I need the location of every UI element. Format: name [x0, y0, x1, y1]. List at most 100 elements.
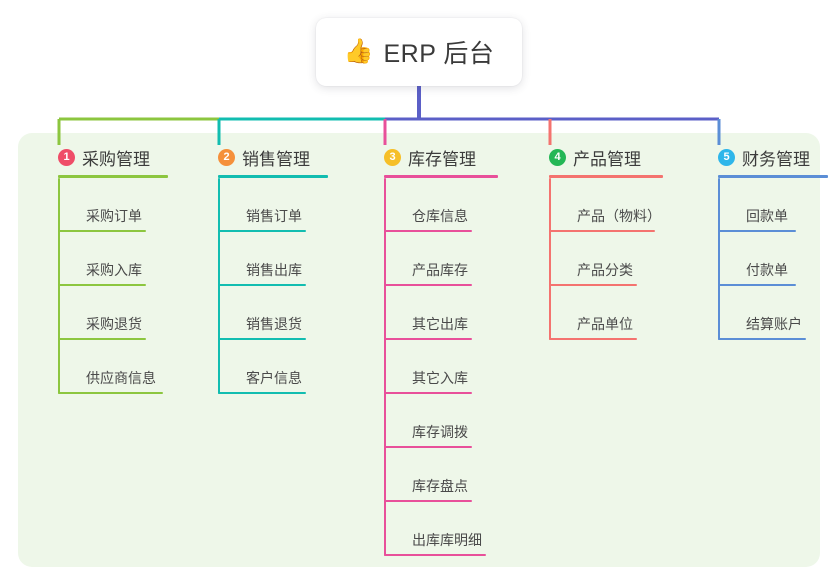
branch-item-label: 供应商信息: [86, 370, 156, 386]
branch-item-list: 销售订单销售出库销售退货客户信息: [218, 178, 328, 394]
branch-item-rule: [218, 338, 306, 340]
branch-item-rule: [58, 338, 146, 340]
branch-item-rule: [218, 284, 306, 286]
branch-header-5[interactable]: 5 财务管理: [696, 144, 828, 170]
branch-item-list: 回款单付款单结算账户: [718, 178, 828, 340]
branch-item[interactable]: 产品单位: [549, 286, 663, 340]
branch-item[interactable]: 采购入库: [58, 232, 168, 286]
branch-item[interactable]: 其它出库: [384, 286, 498, 340]
branch-item-rule: [58, 392, 163, 394]
branch-item-label: 回款单: [746, 208, 788, 224]
branch-item-label: 产品分类: [577, 262, 633, 278]
branch-item-rule: [384, 338, 472, 340]
branch-item[interactable]: 供应商信息: [58, 340, 168, 394]
branch-item-label: 其它入库: [412, 370, 468, 386]
branch-column: 1 采购管理采购订单采购入库采购退货供应商信息: [36, 144, 168, 394]
branch-number-badge: 1: [58, 148, 75, 166]
branch-item-rule: [718, 284, 796, 286]
branch-number-badge: 2: [218, 148, 235, 166]
root-node-title: ERP 后台: [383, 40, 495, 68]
branch-item-label: 仓库信息: [412, 208, 468, 224]
branch-item[interactable]: 采购订单: [58, 178, 168, 232]
branch-item[interactable]: 库存盘点: [384, 448, 498, 502]
branch-item[interactable]: 回款单: [718, 178, 828, 232]
branch-item[interactable]: 采购退货: [58, 286, 168, 340]
branch-item-rule: [384, 554, 486, 556]
branch-title: 库存管理: [408, 149, 476, 169]
branch-item-rule: [218, 230, 306, 232]
branch-item-rule: [58, 284, 146, 286]
branch-item-label: 其它出库: [412, 316, 468, 332]
branch-item-label: 客户信息: [246, 370, 302, 386]
branch-item-rule: [218, 392, 306, 394]
branch-item[interactable]: 销售退货: [218, 286, 328, 340]
branch-header-rule: [718, 175, 828, 178]
branch-item-label: 销售订单: [246, 208, 302, 224]
branch-item-rule: [384, 500, 472, 502]
branch-header-3[interactable]: 3 库存管理: [362, 144, 498, 170]
branch-item-rule: [549, 284, 637, 286]
branch-header-4[interactable]: 4 产品管理: [527, 144, 663, 170]
branch-item[interactable]: 产品库存: [384, 232, 498, 286]
branch-header-1[interactable]: 1 采购管理: [36, 144, 168, 170]
branch-spine: [718, 178, 720, 340]
branch-item-label: 库存盘点: [412, 478, 468, 494]
branch-item-rule: [384, 230, 472, 232]
branch-item-label: 销售退货: [246, 316, 302, 332]
branch-item-rule: [58, 230, 146, 232]
branch-item-label: 付款单: [746, 262, 788, 278]
branch-item[interactable]: 付款单: [718, 232, 828, 286]
branch-item-label: 产品（物料）: [577, 208, 661, 224]
branch-item-label: 销售出库: [246, 262, 302, 278]
branch-item-rule: [384, 392, 472, 394]
diagram-panel-background: [18, 133, 820, 567]
branch-header-rule: [58, 175, 168, 178]
branch-title: 采购管理: [82, 149, 150, 169]
branch-header-rule: [384, 175, 498, 178]
branch-item-rule: [384, 446, 472, 448]
branch-header-rule: [218, 175, 328, 178]
branch-item-label: 库存调拨: [412, 424, 468, 440]
branch-spine: [384, 178, 386, 556]
thumbs-up-icon: 👍: [343, 38, 374, 65]
branch-spine: [58, 178, 60, 394]
branch-header-2[interactable]: 2 销售管理: [196, 144, 328, 170]
branch-item[interactable]: 客户信息: [218, 340, 328, 394]
branch-column: 2 销售管理销售订单销售出库销售退货客户信息: [196, 144, 328, 394]
branch-item[interactable]: 库存调拨: [384, 394, 498, 448]
branch-item-label: 采购退货: [86, 316, 142, 332]
branch-item-label: 采购入库: [86, 262, 142, 278]
branch-item-list: 采购订单采购入库采购退货供应商信息: [58, 178, 168, 394]
branch-item-rule: [384, 284, 472, 286]
branch-column: 3 库存管理仓库信息产品库存其它出库其它入库库存调拨库存盘点出库库明细: [362, 144, 498, 556]
root-node-card[interactable]: 👍 ERP 后台: [316, 18, 522, 86]
branch-item-label: 产品单位: [577, 316, 633, 332]
branch-item[interactable]: 其它入库: [384, 340, 498, 394]
branch-item-rule: [549, 338, 637, 340]
branch-number-badge: 4: [549, 148, 566, 166]
branch-spine: [549, 178, 551, 340]
branch-number-badge: 5: [718, 148, 735, 166]
branch-number-badge: 3: [384, 148, 401, 166]
branch-item-list: 仓库信息产品库存其它出库其它入库库存调拨库存盘点出库库明细: [384, 178, 498, 556]
branch-header-rule: [549, 175, 663, 178]
branch-item[interactable]: 结算账户: [718, 286, 828, 340]
branch-item-label: 产品库存: [412, 262, 468, 278]
branch-item[interactable]: 销售订单: [218, 178, 328, 232]
branch-title: 产品管理: [573, 149, 641, 169]
branch-item[interactable]: 仓库信息: [384, 178, 498, 232]
branch-item[interactable]: 销售出库: [218, 232, 328, 286]
branch-item-label: 结算账户: [746, 316, 802, 332]
branch-item-label: 出库库明细: [412, 532, 482, 548]
branch-item-rule: [549, 230, 655, 232]
branch-item-rule: [718, 230, 796, 232]
branch-column: 5 财务管理回款单付款单结算账户: [696, 144, 828, 340]
branch-spine: [218, 178, 220, 394]
branch-column: 4 产品管理产品（物料） 产品分类产品单位: [527, 144, 663, 340]
branch-title: 财务管理: [742, 149, 810, 169]
branch-item[interactable]: 产品分类: [549, 232, 663, 286]
branch-title: 销售管理: [242, 149, 310, 169]
branch-item[interactable]: 出库库明细: [384, 502, 498, 556]
branch-item[interactable]: 产品（物料）: [549, 178, 663, 232]
